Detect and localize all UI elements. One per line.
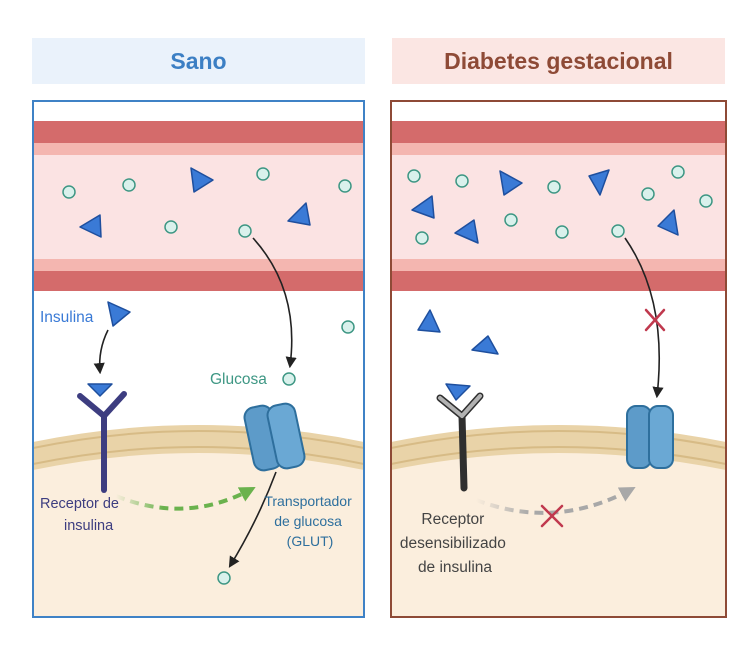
insulin-triangle-icon	[657, 209, 679, 236]
glucose-circle-icon	[641, 187, 655, 201]
glucose-circle-icon	[122, 178, 136, 192]
glut-label: Transportador de glucosa (GLUT)	[264, 493, 355, 549]
glucose-circle-icon	[407, 169, 421, 183]
insulin-group-left	[79, 167, 311, 397]
insulin-triangle-icon	[454, 219, 479, 244]
block-x-icon	[644, 308, 666, 332]
insulin-triangle-icon	[107, 301, 131, 327]
signal-arrow-healthy	[115, 487, 256, 511]
glucose-circle-icon	[282, 372, 296, 386]
panel-gestational-frame	[390, 100, 727, 618]
glucose-circle-icon	[164, 220, 178, 234]
arrow-glucose-blocked	[624, 237, 664, 399]
glucose-circle-icon	[338, 179, 352, 193]
blood-vessel	[391, 121, 726, 291]
insulin-triangle-icon	[287, 202, 311, 226]
glut-channel-icon	[243, 402, 306, 472]
insulin-triangle-icon	[417, 309, 441, 333]
glucose-circle-icon	[62, 185, 76, 199]
glucose-circle-icon	[547, 180, 561, 194]
panel-title-gestational: Diabetes gestacional	[392, 38, 725, 84]
panel-gestational	[391, 101, 726, 617]
glucose-group-blood-left	[62, 167, 355, 585]
insulin-triangle-icon	[87, 383, 113, 397]
glucose-circle-icon	[256, 167, 270, 181]
glucose-circle-icon	[611, 224, 625, 238]
insulin-triangle-icon	[588, 169, 610, 196]
insulin-label: Insulina	[40, 309, 94, 326]
panel-healthy-frame	[32, 100, 365, 618]
block-x-icon	[540, 504, 564, 528]
glucose-circle-icon	[341, 320, 355, 334]
glucose-circle-icon	[415, 231, 429, 245]
insulin-triangle-icon	[471, 335, 499, 355]
insulin-triangle-icon	[190, 167, 214, 193]
glucose-group-blood-right	[407, 165, 713, 245]
insulin-group-right	[411, 169, 679, 401]
glucose-circle-icon	[238, 224, 252, 238]
arrow-glucose-into-cell	[228, 471, 277, 568]
glucose-circle-icon	[504, 213, 518, 227]
insulin-triangle-icon	[79, 214, 102, 238]
insulin-triangle-icon	[445, 383, 471, 401]
arrow-insulin-to-receptor	[93, 329, 109, 375]
arrow-glucose-from-blood	[252, 237, 297, 369]
glucose-circle-icon	[555, 225, 569, 239]
panel-title-healthy: Sano	[32, 38, 365, 84]
glucose-label: Glucosa	[210, 371, 267, 388]
glucose-circle-icon	[217, 571, 231, 585]
receptor-label-healthy: Receptor de insulina	[40, 496, 123, 534]
glucose-circle-icon	[699, 194, 713, 208]
glucose-circle-icon	[455, 174, 469, 188]
blood-vessel	[33, 121, 364, 291]
insulin-triangle-icon	[499, 170, 523, 196]
glut-channel-icon	[626, 405, 674, 469]
glucose-circle-icon	[671, 165, 685, 179]
receptor-label-desensitized: Receptor desensibilizado de insulina	[400, 511, 510, 576]
insulin-receptor-icon	[77, 391, 127, 493]
receptor-desensitized-highlight	[438, 394, 482, 418]
insulin-triangle-icon	[411, 195, 435, 219]
